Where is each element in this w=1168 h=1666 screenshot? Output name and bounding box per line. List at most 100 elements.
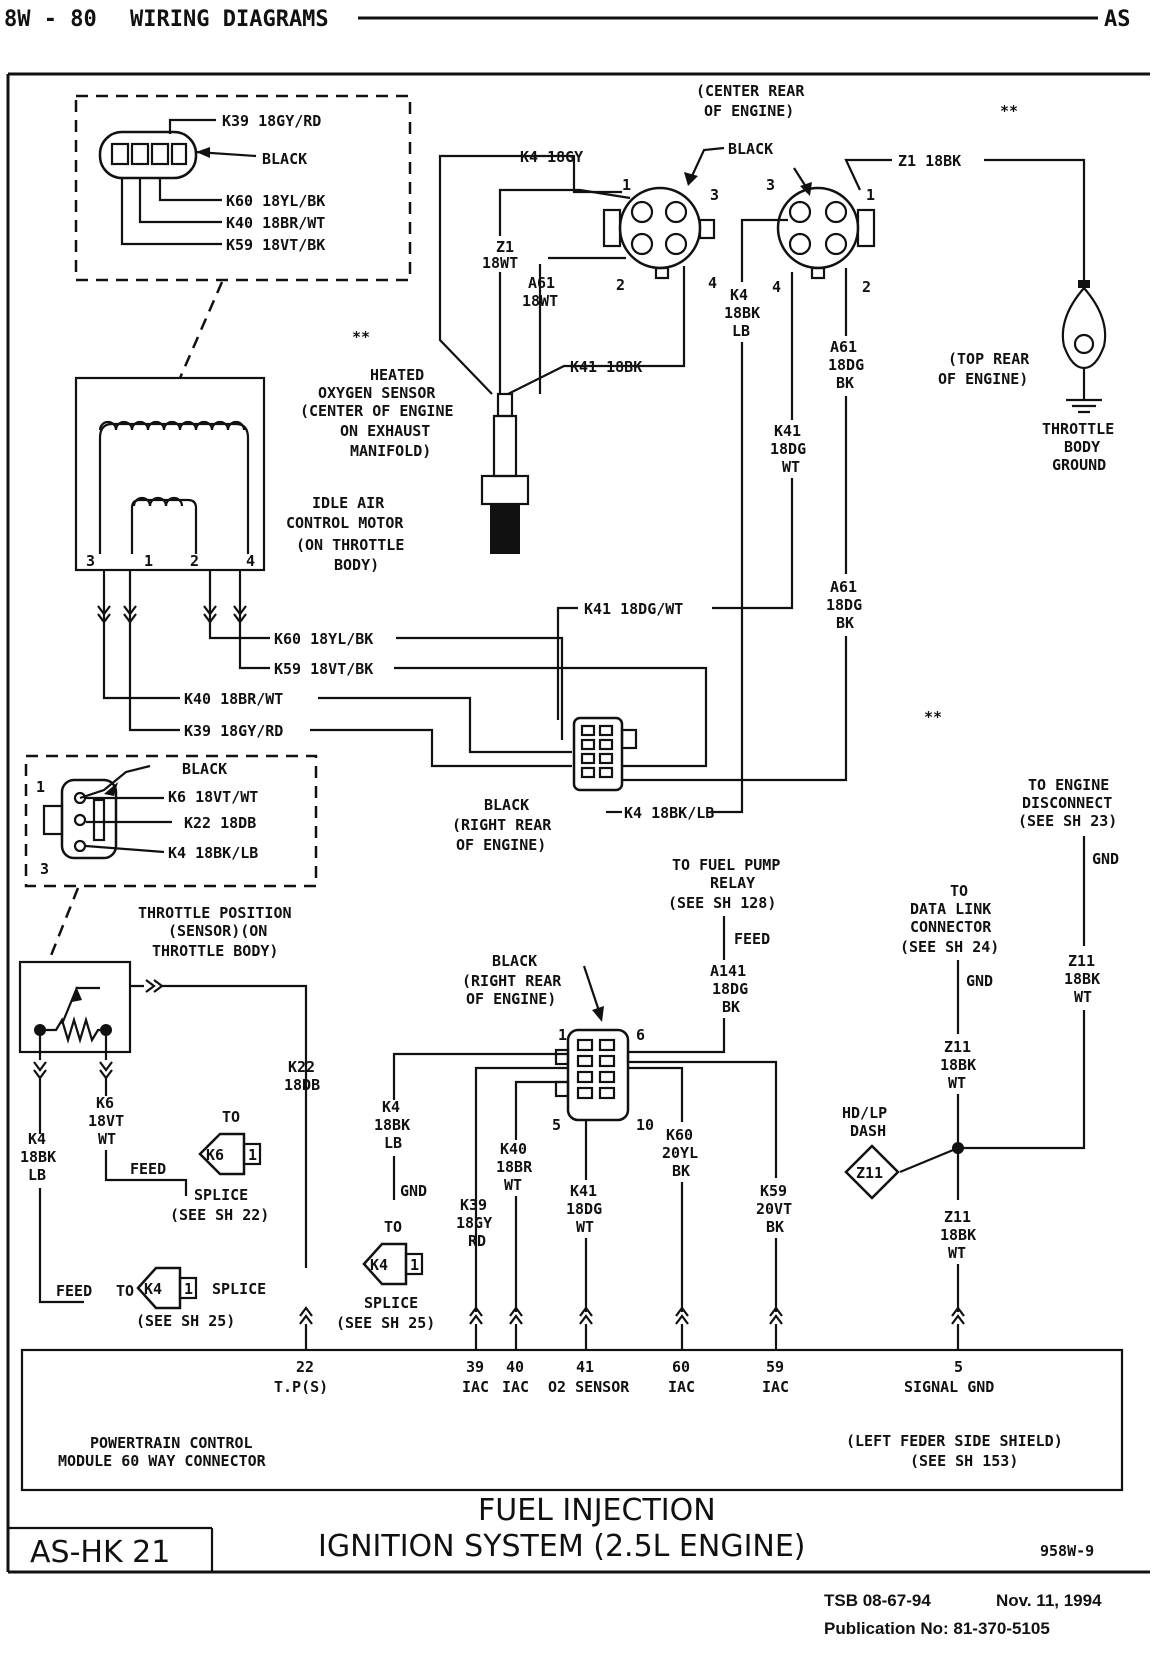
publication-number: Publication No: 81-370-5105: [824, 1619, 1050, 1638]
wire-label-a61-dg: A61: [830, 578, 857, 596]
pcm-pin-number: 5: [954, 1358, 963, 1376]
rear-connector-label: OF ENGINE): [456, 836, 546, 854]
ground-location: OF ENGINE): [938, 370, 1028, 388]
section-title: WIRING DIAGRAMS: [130, 7, 329, 32]
wire-label-a61-dg: A61: [830, 338, 857, 356]
o2-sensor-label: MANIFOLD): [350, 442, 431, 460]
star-mark: **: [1000, 102, 1018, 120]
wire-label-k40: K40 18BR/WT: [184, 690, 283, 708]
iac-wire-runs: K60 18YL/BK K59 18VT/BK K40 18BR/WT K39 …: [97, 570, 708, 768]
pcm-pin-name: IAC: [668, 1378, 695, 1396]
splice-k4-feed: FEED TO K4 1 SPLICE (SEE SH 25): [56, 1266, 266, 1330]
splice-word: SPLICE: [212, 1280, 266, 1298]
pcm-pin-number: 41: [576, 1358, 594, 1376]
tps-label: THROTTLE POSITION: [138, 904, 292, 922]
o2-pin: 4: [708, 274, 717, 292]
wire-label-k40-mid: WT: [504, 1176, 522, 1194]
engine-disconnect-label: TO ENGINE: [1028, 776, 1109, 794]
pcm-pin-number: 22: [296, 1358, 314, 1376]
wire-label-k60-mid: 20YL: [662, 1144, 698, 1162]
wire-label-a61-dg: BK: [836, 374, 854, 392]
wire-label-k4-tps: 18BK: [20, 1148, 56, 1166]
wire-label-z11-eng: Z11: [1068, 952, 1095, 970]
throttle-body-ground: (TOP REAR OF ENGINE) THROTTLE BODY GROUN…: [938, 280, 1114, 474]
ground-label: BODY: [1064, 438, 1100, 456]
tps-label: (SENSOR)(ON: [168, 922, 267, 940]
pcm-pin-number: 60: [672, 1358, 690, 1376]
o2-connector-color: BLACK: [728, 140, 773, 158]
iac-motor-pin: 1: [144, 552, 153, 570]
wire-label-k4-lb: K4: [730, 286, 748, 304]
wire-label-a61-dg: 18DG: [826, 596, 862, 614]
iac-connector-color: BLACK: [262, 150, 307, 168]
wire-label-k39-mid: RD: [468, 1232, 486, 1250]
splice-to: TO: [116, 1282, 134, 1300]
pcm-pin-name: T.P(S): [274, 1378, 328, 1396]
o2-sensor-label: HEATED: [370, 366, 424, 384]
publication-date: Nov. 11, 1994: [996, 1591, 1102, 1610]
o2-connector-shell: [618, 186, 702, 270]
idle-air-control-motor: 3 1 2 4 IDLE AIR CONTROL MOTOR (ON THROT…: [74, 376, 404, 574]
wire-label-k41-bk: K41 18BK: [570, 358, 642, 376]
diagram-code: AS-HK 21: [30, 1535, 170, 1570]
wire-label-z11: Z11: [944, 1038, 971, 1056]
pcm-pin-number: 39: [466, 1358, 484, 1376]
iac-motor-label: IDLE AIR: [312, 494, 385, 512]
wire-label-k41-dgwt: K41 18DG/WT: [584, 600, 683, 618]
mid-connector-label: (RIGHT REAR: [462, 972, 562, 990]
o2-harness-pin: 4: [772, 278, 781, 296]
wire-label-k60: K60 18YL/BK: [274, 630, 373, 648]
wire-label-k4-tps: LB: [28, 1166, 46, 1184]
wire-label-k60-mid: BK: [672, 1162, 690, 1180]
iac-motor-box: [74, 376, 266, 572]
iac-motor-label: BODY): [334, 556, 379, 574]
data-link-label: (SEE SH 24): [900, 938, 999, 956]
wire-label-k4-gy: K4 18GY: [520, 148, 583, 166]
splice-sheet: (SEE SH 25): [136, 1312, 235, 1330]
right-rear-connector-upper: BLACK (RIGHT REAR OF ENGINE): [452, 716, 638, 854]
heated-oxygen-sensor: HEATED OXYGEN SENSOR (CENTER OF ENGINE O…: [300, 366, 530, 554]
splice-word: SPLICE: [364, 1294, 418, 1312]
wire-label-k39-mid: K39: [460, 1196, 487, 1214]
ground-label: THROTTLE: [1042, 420, 1114, 438]
pcm-pin-number: 40: [506, 1358, 524, 1376]
splice-feed: FEED: [130, 1160, 166, 1178]
wire-label-k41-dg: 18DG: [770, 440, 806, 458]
splice-num: 1: [184, 1280, 193, 1298]
wire-label-a61: 18WT: [522, 292, 558, 310]
wire-label-k60-mid: K60: [666, 1126, 693, 1144]
wire-label-z1: 18WT: [482, 254, 518, 272]
title-block: AS-HK 21 FUEL INJECTION IGNITION SYSTEM …: [30, 1493, 1094, 1570]
o2-harness-pin: 3: [766, 176, 775, 194]
tps-label: THROTTLE BODY): [152, 942, 278, 960]
iac-motor-pin: 2: [190, 552, 199, 570]
z11-diamond-label: Z11: [856, 1164, 883, 1182]
wire-label-k41-mid: K41: [570, 1182, 597, 1200]
right-rear-connector-lower: BLACK (RIGHT REAR OF ENGINE) 1 6 5 10 K3…: [392, 952, 792, 1312]
splice-num: 1: [248, 1146, 257, 1164]
engine-disconnect-gnd: GND: [1092, 850, 1119, 868]
pcm-shield: (LEFT FEDER SIDE SHIELD): [846, 1432, 1063, 1450]
rear-connector-label: BLACK: [484, 796, 529, 814]
wire-label-k59-mid: BK: [766, 1218, 784, 1236]
wire-label-z1-bk: Z1 18BK: [898, 152, 961, 170]
pcm-pin-name: O2 SENSOR: [548, 1378, 630, 1396]
tps-connector-inset: 1 3 BLACK K6 18VT/WT K22 18DB K4 18BK/LB: [24, 754, 318, 888]
wire-label-a141: BK: [722, 998, 740, 1016]
star-mark: **: [924, 708, 942, 726]
wire-label-k41-dg: K41: [774, 422, 801, 440]
wire-label-k6: 18VT: [88, 1112, 124, 1130]
wire-label-k40-mid: K40: [500, 1140, 527, 1158]
signal-ground-circuit: TO DATA LINK CONNECTOR (SEE SH 24) GND Z…: [842, 776, 1119, 1312]
rear-connector-label: (RIGHT REAR: [452, 816, 552, 834]
inset-border: [74, 94, 412, 282]
page-footer: TSB 08-67-94 Nov. 11, 1994 Publication N…: [824, 1591, 1102, 1638]
page-header: 8W - 80 WIRING DIAGRAMS AS: [4, 7, 1131, 32]
hd-lp-label: HD/LP: [842, 1104, 887, 1122]
wire-label-k6: K6: [96, 1094, 114, 1112]
splice-id: K6: [206, 1146, 224, 1164]
splice-sheet: (SEE SH 22): [170, 1206, 269, 1224]
iac-motor-label: (ON THROTTLE: [296, 536, 404, 554]
wire-label-k41-mid: WT: [576, 1218, 594, 1236]
